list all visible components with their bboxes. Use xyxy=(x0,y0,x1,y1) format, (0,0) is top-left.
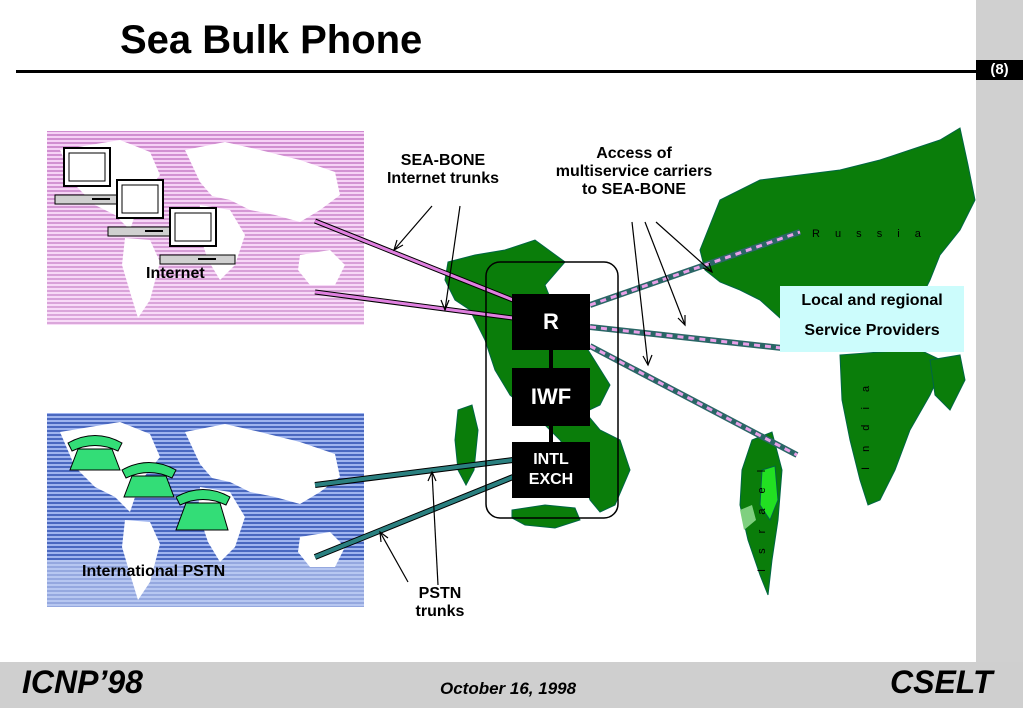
footer-conference: ICNP’98 xyxy=(22,664,143,700)
pstn-label: International PSTN xyxy=(82,563,226,580)
russia-asia-landmass xyxy=(699,127,976,596)
telephone-icon xyxy=(175,489,231,531)
telephone-icon xyxy=(67,435,123,471)
footer-bar xyxy=(0,662,1023,708)
slide-title: Sea Bulk Phone xyxy=(120,18,423,62)
internet-trunk-lines xyxy=(314,218,514,321)
iwf-node: IWF xyxy=(512,368,590,426)
pstn-trunks-label: PSTN trunks xyxy=(415,585,465,620)
service-providers-line1: Local and regional xyxy=(801,292,943,309)
intl-exchange-label-line1: INTL xyxy=(533,451,569,468)
page-number: (8) xyxy=(976,60,1023,80)
telephone-icon xyxy=(121,462,177,498)
russia-label: R u s s i a xyxy=(812,228,927,240)
sea-bone-trunks-label: SEA-BONE Internet trunks xyxy=(386,152,499,187)
service-providers-box: Local and regional Service Providers xyxy=(780,286,964,352)
computer-icon xyxy=(159,207,236,265)
router-node: R xyxy=(512,294,590,350)
annotation-arrows xyxy=(379,205,713,586)
provider-lines xyxy=(588,229,801,458)
title-divider xyxy=(16,70,978,73)
india-label: I n d i a xyxy=(860,379,872,470)
internet-label: Internet xyxy=(146,265,205,282)
computer-icon xyxy=(107,179,184,237)
footer-organization: CSELT xyxy=(890,664,993,700)
intl-exchange-node: INTL EXCH xyxy=(512,442,590,498)
sea-bone-node-container xyxy=(485,261,619,519)
pstn-trunk-lines xyxy=(313,457,515,560)
service-providers-line2: Service Providers xyxy=(804,322,940,339)
israel-label: I s r a e l xyxy=(756,463,768,572)
footer-date: October 16, 1998 xyxy=(440,679,577,698)
intl-exchange-label-line2: EXCH xyxy=(528,471,574,488)
right-side-strip xyxy=(976,0,1023,662)
computer-icon xyxy=(54,147,131,205)
multiservice-access-label: Access of multiservice carriers to SEA-B… xyxy=(555,145,713,198)
